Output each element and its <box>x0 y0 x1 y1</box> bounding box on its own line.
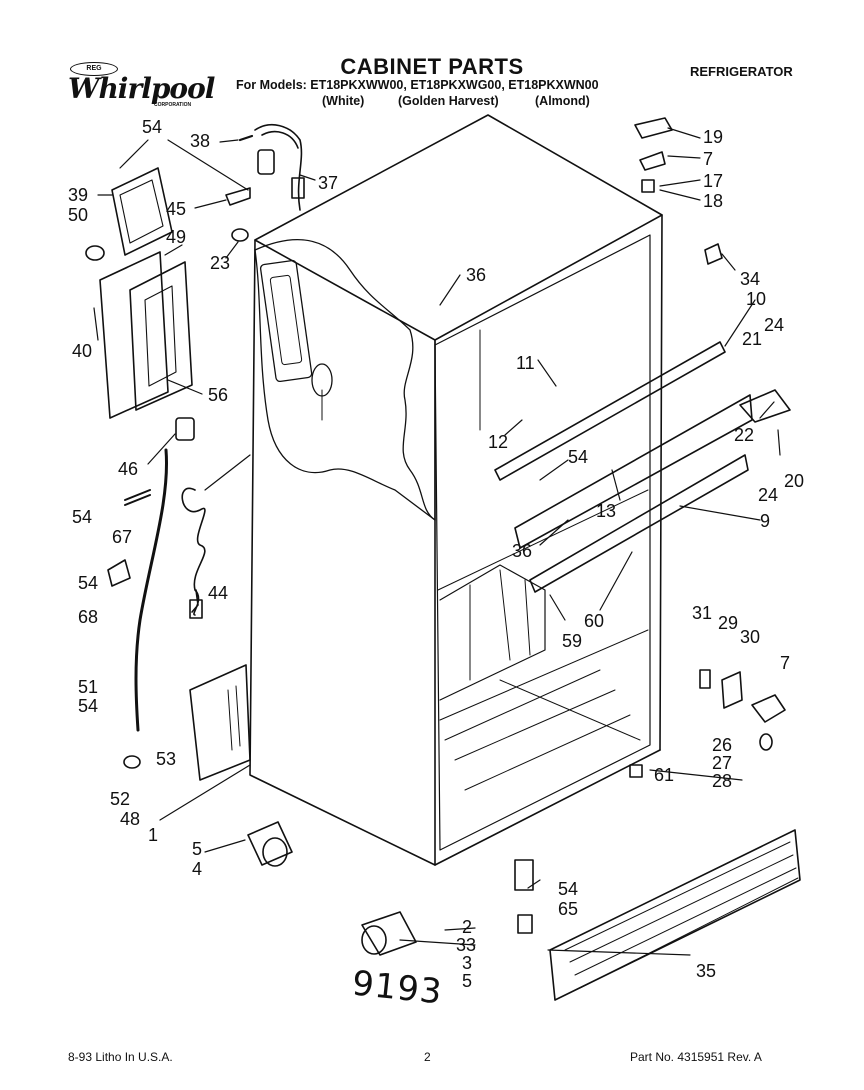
callout-label: 65 <box>558 899 579 919</box>
callout-label: 54 <box>78 573 99 593</box>
part-number: Part No. 4315951 Rev. A <box>630 1050 762 1064</box>
callout-label: 10 <box>746 289 767 309</box>
callout-label: 24 <box>764 315 785 335</box>
wiring-harness <box>225 124 305 211</box>
color-white: (White) <box>322 94 365 108</box>
callout-label: 68 <box>78 607 99 627</box>
logo-wordmark: Whirlpool <box>68 72 215 105</box>
callout-label: 21 <box>742 329 763 349</box>
callout-label: 7 <box>703 149 714 169</box>
shelf-rails <box>494 341 791 593</box>
cabinet-shell <box>249 114 663 866</box>
callout-label: 54 <box>558 879 579 899</box>
page-number: 2 <box>424 1050 431 1064</box>
callout-label: 46 <box>118 459 139 479</box>
callout-label: 51 <box>78 677 99 697</box>
left-small-parts <box>107 489 251 781</box>
callout-label: 54 <box>78 696 99 716</box>
callout-label: 28 <box>712 771 733 791</box>
callout-label: 54 <box>72 507 93 527</box>
callout-label: 9 <box>760 511 771 531</box>
callout-label: 30 <box>740 627 761 647</box>
callout-label: 35 <box>696 961 717 981</box>
callout-label: 19 <box>703 127 724 147</box>
color-golden-harvest: (Golden Harvest) <box>398 94 499 108</box>
callout-label: 44 <box>208 583 229 603</box>
logo-oval: REG <box>70 62 118 76</box>
callout-label: 56 <box>208 385 229 405</box>
callout-label: 37 <box>318 173 339 193</box>
callout-label: 5 <box>462 971 473 991</box>
callout-label: 31 <box>692 603 713 623</box>
whirlpool-logo: REG Whirlpool CORPORATION <box>68 62 218 112</box>
page-title: CABINET PARTS <box>340 54 524 79</box>
caster-parts <box>247 821 534 956</box>
control-panel-assembly <box>85 167 249 419</box>
callout-label: 36 <box>512 541 533 561</box>
models-line: For Models: ET18PKXWW00, ET18PKXWG00, ET… <box>236 78 599 92</box>
callout-label: 67 <box>112 527 133 547</box>
callout-label: 36 <box>466 265 487 285</box>
callout-label: 45 <box>166 199 187 219</box>
callout-label: 4 <box>192 859 203 879</box>
callout-label: 61 <box>654 765 675 785</box>
callout-label: 27 <box>712 753 733 773</box>
callout-label: 20 <box>784 471 805 491</box>
callout-label: 50 <box>68 205 89 225</box>
callout-label: 22 <box>734 425 755 445</box>
callout-label: 40 <box>72 341 93 361</box>
callout-label: 39 <box>68 185 89 205</box>
callout-label: 12 <box>488 432 509 452</box>
callout-label: 17 <box>703 171 724 191</box>
callout-label: 49 <box>166 227 187 247</box>
callout-label: 24 <box>758 485 779 505</box>
callout-label: 26 <box>712 735 733 755</box>
logo-corporation: CORPORATION <box>154 102 192 108</box>
callout-label: 7 <box>780 653 791 673</box>
category-label: REFRIGERATOR <box>690 64 793 79</box>
callout-label: 29 <box>718 613 739 633</box>
callout-label: 3 <box>462 953 473 973</box>
hinge-parts <box>629 117 786 778</box>
callout-label: 33 <box>456 935 477 955</box>
toe-grille <box>549 829 801 1001</box>
callout-label: 18 <box>703 191 724 211</box>
callout-label: 13 <box>596 501 617 521</box>
callout-label: 48 <box>120 809 141 829</box>
callout-label: 59 <box>562 631 583 651</box>
leader-lines <box>93 127 781 956</box>
callout-label: 53 <box>156 749 177 769</box>
callout-label: 2 <box>462 917 473 937</box>
callout-label: 60 <box>584 611 605 631</box>
callout-label: 34 <box>740 269 761 289</box>
callout-label: 54 <box>568 447 589 467</box>
callout-label: 54 <box>142 117 163 137</box>
callout-label: 5 <box>192 839 203 859</box>
callout-label: 52 <box>110 789 131 809</box>
color-almond: (Almond) <box>535 94 590 108</box>
callout-label: 11 <box>516 353 535 373</box>
drain-tube-assembly <box>134 417 251 732</box>
callout-label: 38 <box>190 131 211 151</box>
callout-label: 23 <box>210 253 231 273</box>
callout-label: 1 <box>148 825 159 845</box>
footer-litho: 8-93 Litho In U.S.A. <box>68 1050 173 1064</box>
